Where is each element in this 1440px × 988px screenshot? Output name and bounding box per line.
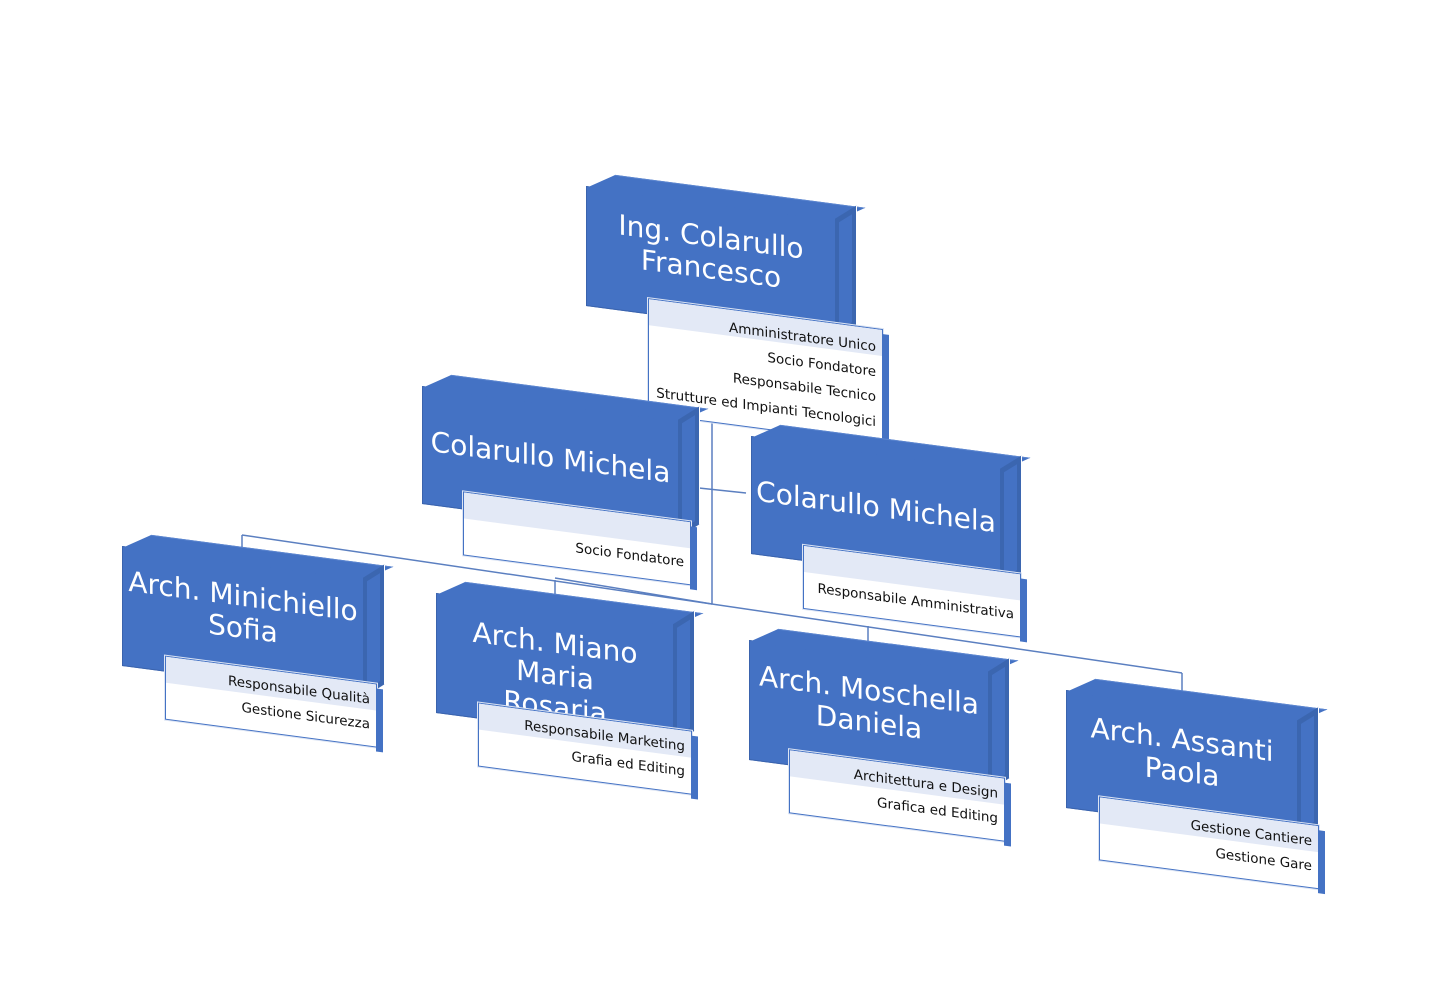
node-minichiello-roles: Responsabile Qualità Gestione Sicurezza	[228, 672, 370, 733]
node-michela-right-name: Colarullo Michela	[756, 474, 996, 540]
node-ceo-name: Ing. Colarullo Francesco	[618, 208, 804, 295]
node-moschella-roles: Architettura e Design Grafica ed Editing	[853, 766, 998, 827]
node-michela-left-name: Colarullo Michela	[430, 425, 671, 490]
node-moschella-name: Arch. Moschella Daniela	[759, 659, 979, 746]
connector-branch	[554, 577, 713, 605]
node-minichiello-name: Arch. Minichiello Sofia	[128, 564, 358, 650]
node-assanti-name: Arch. Assanti Paola	[1090, 711, 1274, 794]
